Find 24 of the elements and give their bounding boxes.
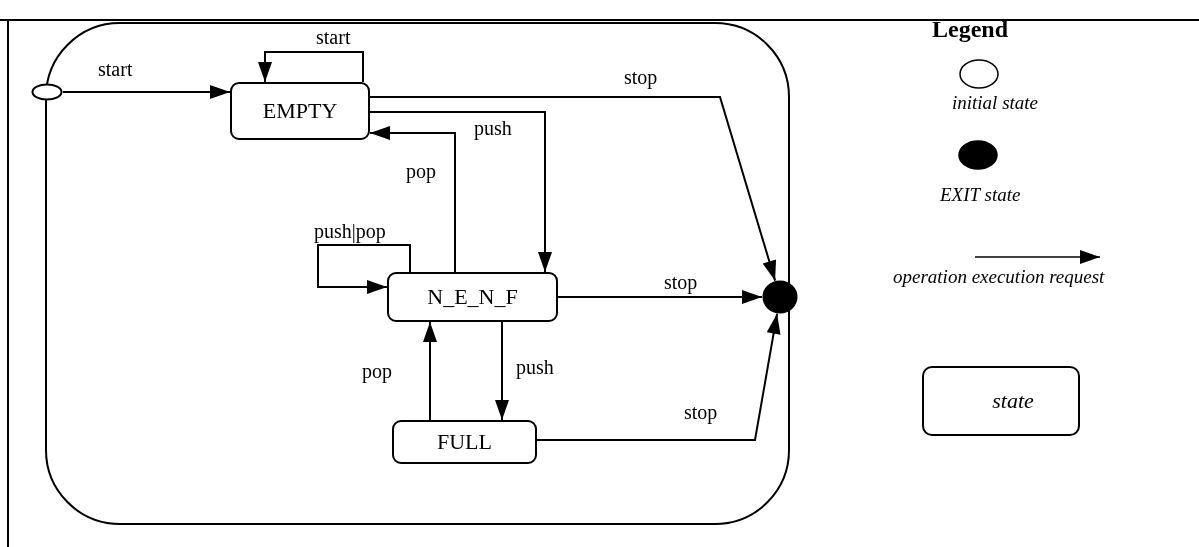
state-box (230, 82, 370, 140)
state-name: FULL (437, 429, 492, 455)
transition-arrow (495, 321, 509, 421)
exit-state-circle (762, 280, 798, 314)
transition-arrow (62, 85, 231, 99)
state-name: N_E_N_F (427, 284, 518, 310)
transition-arrow (423, 321, 437, 421)
state-box (392, 420, 537, 464)
state-box (387, 272, 558, 322)
transition-arrow (317, 244, 411, 294)
legend-text: state (992, 388, 1034, 414)
transition-arrow (536, 312, 781, 441)
superstate-box (45, 22, 790, 525)
legend-text: initial state (952, 92, 1039, 114)
transition-arrow (369, 126, 456, 273)
legend-title: Legend (932, 18, 1008, 40)
transition-arrow (258, 51, 364, 83)
transition-arrow (369, 96, 777, 282)
legend-text: EXIT state (940, 184, 1021, 206)
transition-arrow (557, 290, 763, 304)
state-name: EMPTY (262, 98, 338, 124)
legend-text: operation execution request (893, 266, 1105, 288)
initial-state-circle (31, 83, 63, 101)
transition-arrow (369, 111, 552, 273)
